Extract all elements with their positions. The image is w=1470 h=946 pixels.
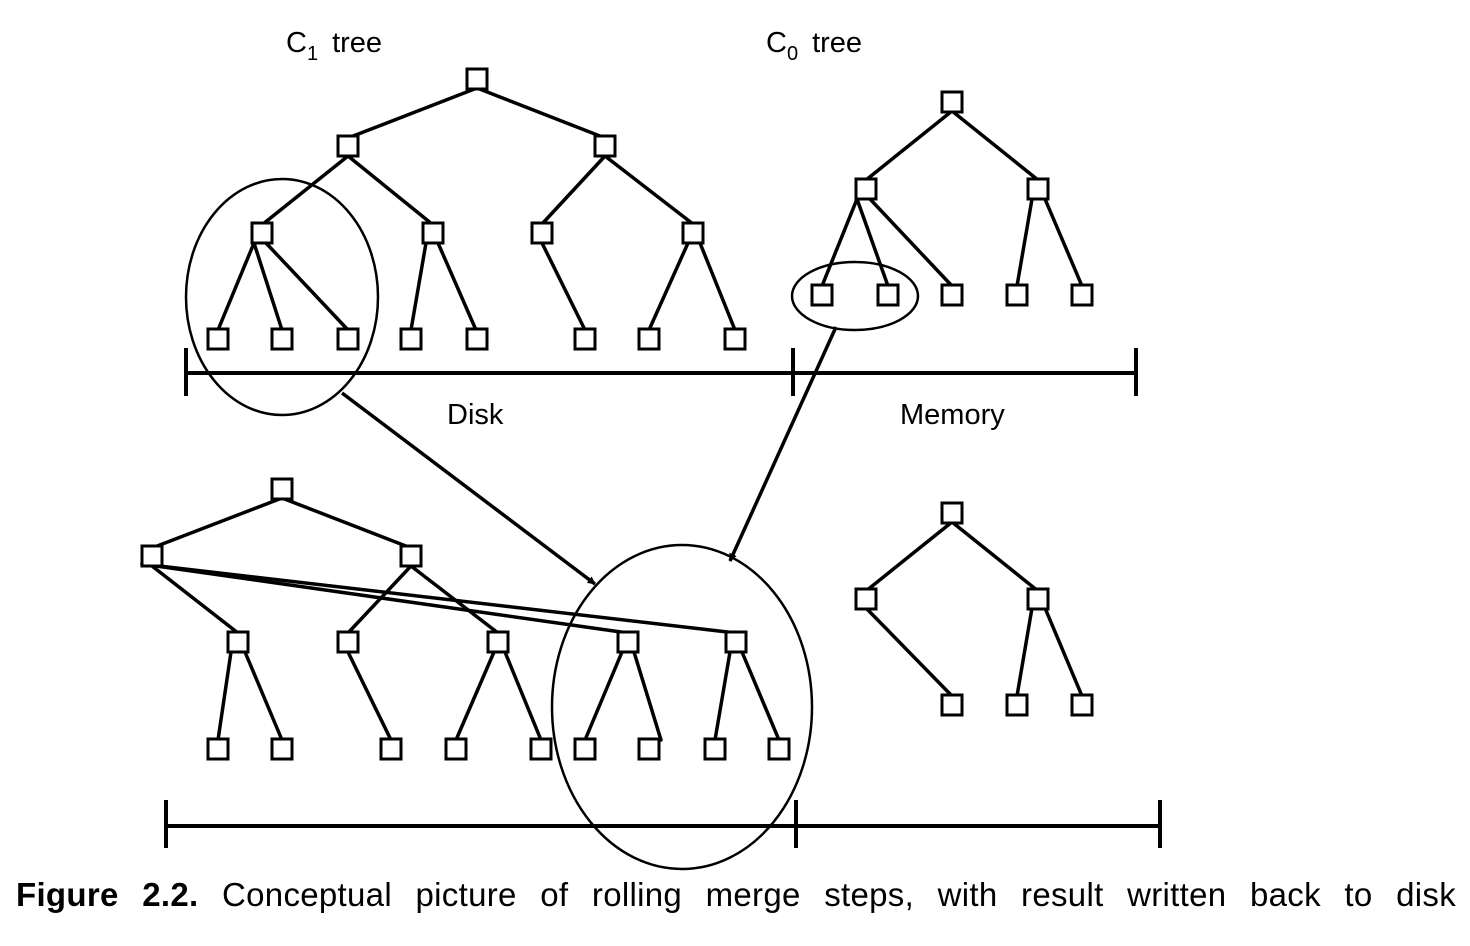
- tree-node: [810, 283, 834, 307]
- tree-node: [465, 327, 489, 351]
- caption-text: Conceptual picture of rolling merge step…: [222, 876, 1457, 913]
- tree-node: [854, 587, 878, 611]
- tree-node: [681, 221, 705, 245]
- tree-node: [637, 327, 661, 351]
- tree-node: [940, 90, 964, 114]
- tree-node: [940, 283, 964, 307]
- disk-label: Disk: [447, 399, 504, 431]
- memory-label: Memory: [900, 399, 1005, 431]
- tree-node: [703, 737, 727, 761]
- tree-node: [444, 737, 468, 761]
- tree-node: [206, 737, 230, 761]
- tree-node: [250, 221, 274, 245]
- tree-node: [336, 327, 360, 351]
- tree-node: [940, 501, 964, 525]
- tree-node: [336, 630, 360, 654]
- tree-node: [529, 737, 553, 761]
- tree-node: [270, 327, 294, 351]
- bottom-storage-axis: [164, 800, 1162, 848]
- tree-node: [1005, 693, 1029, 717]
- tree-node: [399, 544, 423, 568]
- merge-arrow-from-disk: [340, 391, 597, 586]
- c0-tree-top-edges: [820, 109, 1084, 288]
- c0-tree-top-nodes: [810, 90, 1094, 307]
- tree-node: [637, 737, 661, 761]
- tree-node: [1005, 283, 1029, 307]
- tree-node: [854, 177, 878, 201]
- figure-number: Figure 2.2.: [16, 876, 199, 913]
- figure-caption: Figure 2.2. Conceptual picture of rollin…: [16, 873, 1456, 917]
- tree-node: [573, 737, 597, 761]
- tree-node: [399, 327, 423, 351]
- tree-node: [573, 327, 597, 351]
- tree-node: [486, 630, 510, 654]
- tree-node: [616, 630, 640, 654]
- c0-merge-region-ellipse: [790, 260, 920, 332]
- tree-node: [270, 477, 294, 501]
- tree-node: [1026, 177, 1050, 201]
- tree-node: [140, 544, 164, 568]
- tree-node: [226, 630, 250, 654]
- c1-tree-bottom-nodes: [140, 477, 791, 761]
- tree-node: [1070, 693, 1094, 717]
- tree-node: [336, 134, 360, 158]
- tree-node: [465, 67, 489, 91]
- tree-node: [1070, 283, 1094, 307]
- tree-node: [876, 283, 900, 307]
- tree-node: [723, 327, 747, 351]
- tree-node: [270, 737, 294, 761]
- c1-tree-bottom-edges: [140, 496, 781, 742]
- tree-node: [206, 327, 230, 351]
- c0-tree-bottom-edges: [864, 520, 1084, 698]
- c1-tree-top-edges: [216, 86, 737, 332]
- tree-node: [379, 737, 403, 761]
- top-storage-axis: [184, 348, 1138, 396]
- tree-node: [1026, 587, 1050, 611]
- tree-node: [530, 221, 554, 245]
- merge-arrow-from-memory: [728, 326, 838, 562]
- tree-node: [767, 737, 791, 761]
- tree-node: [593, 134, 617, 158]
- tree-node: [421, 221, 445, 245]
- tree-node: [724, 630, 748, 654]
- c1-merge-region-ellipse: [184, 177, 380, 417]
- merged-result-ellipse: [550, 543, 814, 871]
- c0-tree-bottom-nodes: [854, 501, 1094, 717]
- c1-tree-top-nodes: [206, 67, 747, 351]
- tree-node: [940, 693, 964, 717]
